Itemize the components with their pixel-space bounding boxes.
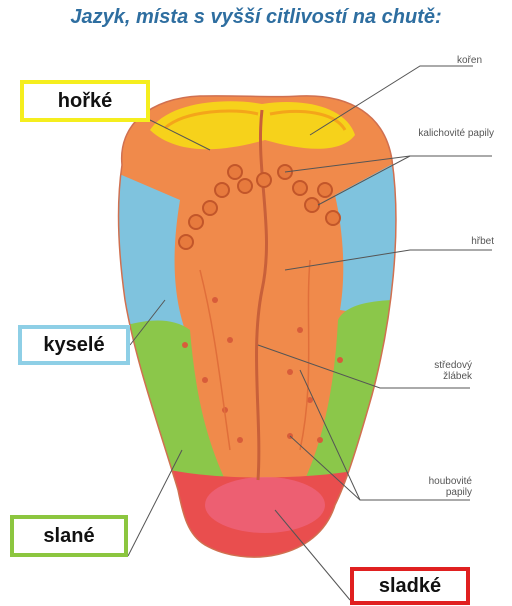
taste-label-sour: kyselé [18, 325, 130, 365]
annotation-dorsum: hřbet [471, 236, 494, 247]
annotation-circumvallate: kalichovité papily [414, 128, 494, 139]
annotation-median-groove: středový žlábek [412, 360, 472, 382]
taste-label-salty: slané [10, 515, 128, 557]
taste-label-bitter: hořké [20, 80, 150, 122]
page-title: Jazyk, místa s vyšší citlivostí na chutě… [0, 6, 512, 29]
taste-label-sweet: sladké [350, 567, 470, 605]
annotation-root: kořen [457, 55, 482, 66]
annotation-fungiform: houbovité papily [402, 476, 472, 498]
leader-salty [128, 450, 182, 556]
